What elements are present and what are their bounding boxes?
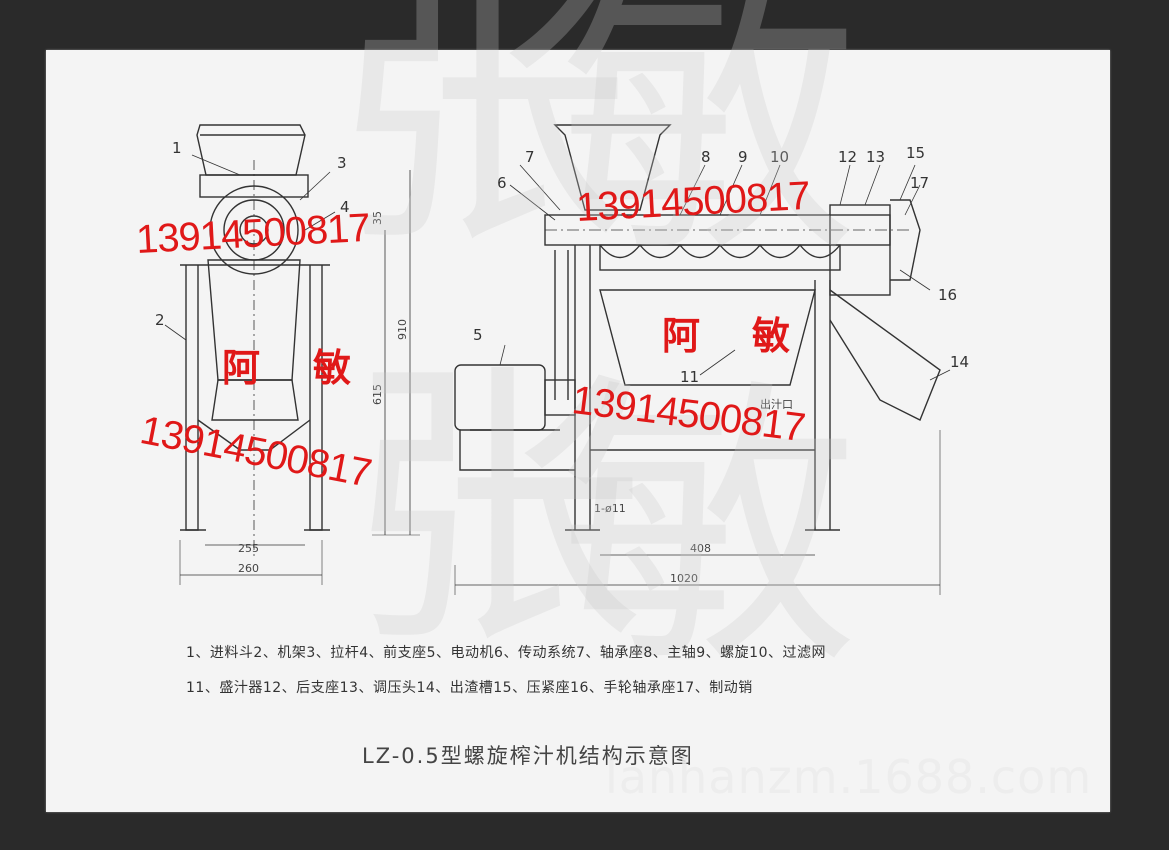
site-watermark: lanhanzm.1688.com — [605, 750, 1093, 804]
part-number-14: 14 — [950, 353, 969, 371]
part-number-10: 10 — [770, 148, 789, 166]
dim-1020: 1020 — [670, 572, 698, 585]
dim-35: 35 — [371, 211, 384, 225]
part-number-7: 7 — [525, 148, 535, 166]
watermark-char-top-right: 敏 — [560, 0, 860, 294]
drawing-sheet — [46, 50, 1110, 812]
part-number-17: 17 — [910, 174, 929, 192]
part-number-13: 13 — [866, 148, 885, 166]
dim-408: 408 — [690, 542, 711, 555]
legend-line-2: 11、盛汁器12、后支座13、调压头14、出渣槽15、压紧座16、手轮轴承座17… — [186, 680, 753, 696]
dim-hole: 1-ø11 — [594, 502, 626, 515]
part-number-15: 15 — [906, 144, 925, 162]
part-number-6: 6 — [497, 174, 507, 192]
part-number-3: 3 — [337, 154, 347, 172]
red-name-b-left: 敏 — [313, 346, 352, 390]
dim-910: 910 — [396, 319, 409, 340]
red-name-a-left: 阿 — [222, 346, 261, 390]
part-number-8: 8 — [701, 148, 711, 166]
front-view — [454, 124, 951, 595]
watermark-char-top-left: 张 — [330, 0, 630, 284]
dim-260: 260 — [238, 562, 259, 575]
side-view — [164, 124, 420, 585]
red-name-b-right: 敏 — [752, 314, 791, 358]
watermark-char-bottom-left: 张 — [345, 335, 645, 684]
part-number-9: 9 — [738, 148, 748, 166]
drawing-caption: LZ-0.5型螺旋榨汁机结构示意图 — [362, 744, 694, 768]
juice-outlet-label: 出汁口 — [760, 397, 793, 411]
dim-615: 615 — [371, 384, 384, 405]
part-number-1: 1 — [172, 139, 182, 157]
legend-line-1: 1、进料斗2、机架3、拉杆4、前支座5、电动机6、传动系统7、轴承座8、主轴9、… — [186, 645, 826, 661]
part-number-5: 5 — [473, 326, 483, 344]
dim-255: 255 — [238, 542, 259, 555]
part-number-2: 2 — [155, 311, 165, 329]
watermark-char-bottom-right: 敏 — [560, 355, 860, 704]
part-number-12: 12 — [838, 148, 857, 166]
part-number-11: 11 — [680, 368, 699, 386]
red-name-a-right: 阿 — [662, 314, 701, 358]
part-number-16: 16 — [938, 286, 957, 304]
part-number-4: 4 — [340, 198, 350, 216]
